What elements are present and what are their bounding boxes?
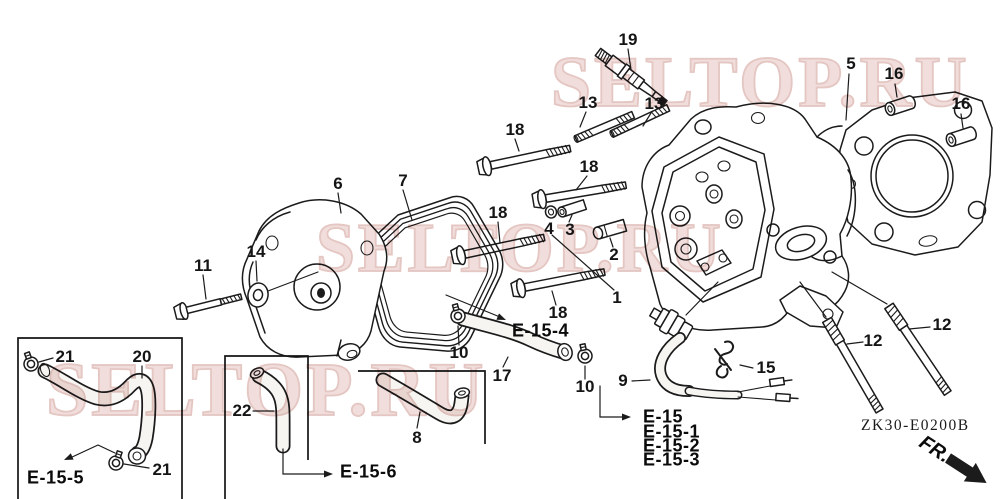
cylinder-head-drawing xyxy=(641,102,857,331)
page-reference-e-15: E-15 xyxy=(643,406,684,427)
valve-cover-drawing xyxy=(241,199,388,361)
part-callout-6: 6 xyxy=(333,174,343,193)
part-callout-12: 12 xyxy=(863,331,883,350)
part-callout-20: 20 xyxy=(132,347,152,366)
part-callout-13: 13 xyxy=(644,94,664,113)
page-reference-e-15-2: E-15-2 xyxy=(643,435,701,456)
leader-lines xyxy=(38,48,964,469)
part-callout-18: 18 xyxy=(548,303,568,322)
fr-direction-arrow: FR. xyxy=(915,431,987,484)
page-reference-e-15-6: E-15-6 xyxy=(340,461,398,482)
part-callout-19: 19 xyxy=(618,30,638,49)
bolt-18a-drawing xyxy=(475,138,573,179)
clamp-21a-drawing xyxy=(19,349,41,374)
page-reference-e-15-5: E-15-5 xyxy=(27,467,85,488)
wire-clip-15-drawing xyxy=(714,340,735,379)
part-callout-15: 15 xyxy=(756,358,776,377)
pivot-nut-4-drawing xyxy=(544,205,558,219)
part-callout-3: 3 xyxy=(565,220,575,239)
page-reference-e-15-3: E-15-3 xyxy=(643,449,701,470)
part-callout-12: 12 xyxy=(932,315,952,334)
part-callout-4: 4 xyxy=(544,219,554,238)
part-callout-14: 14 xyxy=(246,242,266,261)
part-callout-1: 1 xyxy=(612,288,622,307)
bolt-18d-drawing xyxy=(509,261,608,300)
guide-plate-3-drawing xyxy=(557,199,588,218)
washer-14-drawing xyxy=(247,282,269,308)
part-callout-10: 10 xyxy=(575,377,595,396)
part-callout-22: 22 xyxy=(232,401,252,420)
part-callout-18: 18 xyxy=(579,157,599,176)
part-callout-21: 21 xyxy=(152,460,172,479)
hose-8-drawing xyxy=(375,372,471,425)
rocker-pivot-2-drawing xyxy=(592,218,628,240)
bolt-11-drawing xyxy=(173,293,243,321)
part-callout-10: 10 xyxy=(449,343,469,362)
hose-22-drawing xyxy=(249,367,291,454)
part-callout-17: 17 xyxy=(492,366,512,385)
hose-17-drawing xyxy=(455,311,573,362)
part-callout-18: 18 xyxy=(488,203,508,222)
part-callout-16: 16 xyxy=(951,94,971,113)
part-callout-7: 7 xyxy=(398,171,408,190)
part-callout-9: 9 xyxy=(618,371,628,390)
spark-plug-drawing xyxy=(594,47,668,106)
part-callout-5: 5 xyxy=(846,54,856,73)
reference-arrows xyxy=(64,294,631,478)
part-callout-18: 18 xyxy=(505,120,525,139)
part-callout-11: 11 xyxy=(194,256,212,275)
part-callout-21: 21 xyxy=(55,347,75,366)
diagram-code: ZK30-E0200B xyxy=(861,417,970,434)
plug-cap-9-drawing xyxy=(649,307,799,403)
hose-20-drawing xyxy=(37,362,157,465)
page-reference-e-15-4: E-15-4 xyxy=(512,320,570,341)
page-reference-e-15-1: E-15-1 xyxy=(643,421,701,442)
part-callout-16: 16 xyxy=(884,64,904,83)
part-callout-2: 2 xyxy=(609,245,619,264)
clamp-10b-drawing xyxy=(574,342,595,366)
head-gasket-drawing xyxy=(837,91,993,256)
part-callout-13: 13 xyxy=(578,93,598,112)
clamp-21b-drawing xyxy=(106,448,128,473)
part-callout-8: 8 xyxy=(412,428,422,447)
